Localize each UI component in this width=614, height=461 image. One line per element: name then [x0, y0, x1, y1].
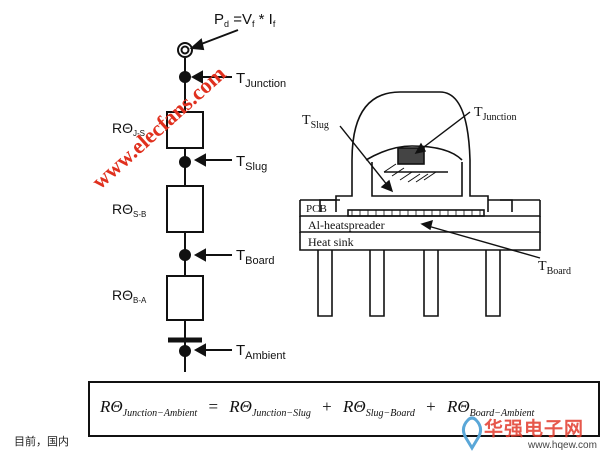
arrow-head-slug [193, 153, 206, 167]
node-ambient [179, 345, 191, 357]
package-housing [335, 160, 489, 212]
formula-box [88, 381, 600, 437]
arrow-head-junction-pkg [414, 142, 427, 155]
formula-term-2-sub: Slug−Board [365, 408, 415, 419]
watermark-elecfans: www.elecfans.com [87, 61, 231, 194]
power-source-inner [180, 45, 190, 55]
label-r-slug-board: RΘS-B [112, 201, 146, 219]
hqew-logo [461, 416, 483, 451]
formula-term-3: RΘ [446, 397, 470, 416]
label-t-junction: TJunction [236, 70, 286, 90]
power-equation: Pd =Vf * If [214, 11, 276, 29]
formula-term-3-sub: Board−Ambient [469, 408, 535, 419]
arrow-head-slug-pkg [380, 179, 394, 193]
brand-name: 华强电子网 [484, 418, 585, 440]
brand-url: www.hqew.com [528, 440, 597, 451]
lead-right [488, 199, 513, 212]
thermal-resistance-formula: RΘJunction−Ambient = RΘJunction−Slug + R… [100, 397, 534, 419]
thermal-chain [166, 42, 204, 372]
lens-inner [365, 145, 463, 161]
caption-text: 目前，国内 [14, 435, 69, 448]
arrow-head-ambient [193, 343, 206, 357]
resistor-junction-slug [166, 111, 204, 149]
led-package-diagram [299, 91, 541, 317]
slug-hatch [383, 163, 437, 183]
power-source-outer [177, 42, 193, 58]
formula-lhs-sub: Junction−Ambient [122, 408, 198, 419]
heat-sink-base [299, 232, 541, 251]
label-t-board: TBoard [236, 247, 275, 267]
chain-arrows [189, 29, 239, 357]
formula-term-1-sub: Junction−Slug [251, 408, 311, 419]
resistor-slug-board [166, 185, 204, 233]
node-slug [179, 156, 191, 168]
pkg-label-t-junction: TJunction [474, 105, 516, 123]
arrow-head-junction [190, 70, 203, 84]
pkg-label-heatspreader: Al-heatspreader [308, 218, 385, 232]
formula-lhs: RΘ [100, 397, 123, 416]
pkg-label-t-slug: TSlug [302, 113, 329, 131]
node-board [179, 249, 191, 261]
formula-equals: = [208, 397, 219, 416]
hqew-logo-icon [461, 416, 483, 451]
lens-dome [351, 91, 471, 161]
pkg-label-heatsink: Heat sink [308, 235, 354, 249]
label-t-ambient: TAmbient [236, 342, 286, 362]
node-junction [179, 71, 191, 83]
slug-body [371, 162, 463, 197]
formula-plus-1: + [322, 397, 332, 416]
formula-term-2: RΘ [343, 397, 366, 416]
pkg-label-t-board: TBoard [538, 259, 571, 277]
resistor-board-ambient [166, 275, 204, 321]
formula-term-1: RΘ [229, 397, 252, 416]
arrow-head-board [193, 248, 206, 262]
heatspreader-layer [299, 216, 541, 233]
package-arrows [339, 111, 541, 259]
label-r-board-ambient: RΘB-A [112, 287, 147, 305]
pkg-label-pcb: PCB [306, 203, 327, 215]
chain-nodes [179, 71, 191, 357]
arrow-head-power [189, 38, 205, 51]
label-r-junction-slug: RΘJ-S [112, 120, 145, 138]
heat-sink-fins [317, 250, 501, 317]
formula-plus-2: + [426, 397, 436, 416]
label-t-slug: TSlug [236, 153, 267, 173]
arrow-head-board-pkg [420, 219, 433, 231]
